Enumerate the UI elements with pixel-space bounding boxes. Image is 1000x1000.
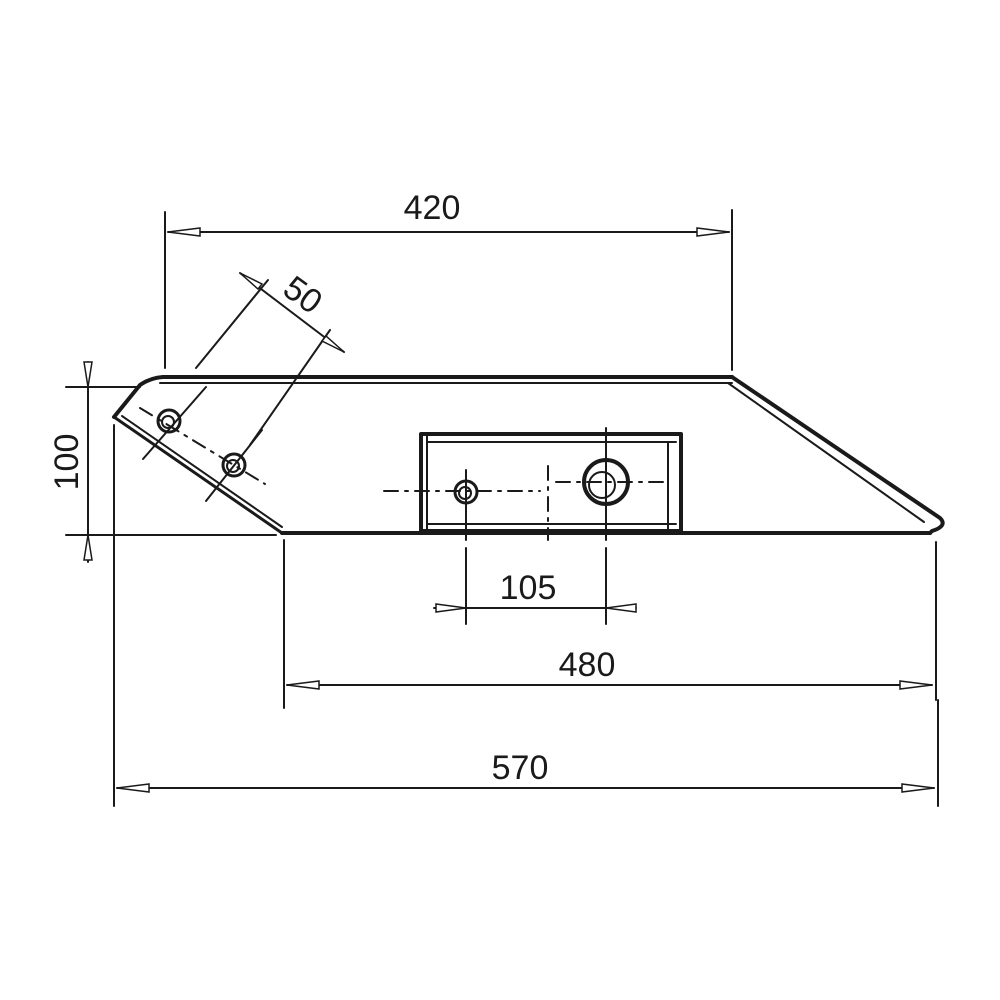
dimension-label-480: 480 (559, 646, 616, 684)
dimension-480: 480 (283, 539, 937, 709)
dimension-100: 100 (48, 361, 277, 563)
dimension-420: 420 (164, 189, 733, 371)
dimension-570: 570 (113, 424, 939, 807)
dimension-105: 105 (433, 547, 637, 625)
dimension-label-50: 50 (276, 269, 329, 322)
bolt-hole-left-upper (156, 408, 182, 434)
mounting-boss (419, 432, 683, 533)
dimension-label-420: 420 (404, 189, 461, 227)
center-lines (139, 386, 671, 541)
dimension-50: 50 (195, 269, 345, 446)
dimension-label-100: 100 (48, 434, 86, 491)
dimension-label-105: 105 (500, 569, 557, 607)
bolt-hole-left-lower (221, 452, 247, 478)
dimension-label-570: 570 (492, 749, 549, 787)
